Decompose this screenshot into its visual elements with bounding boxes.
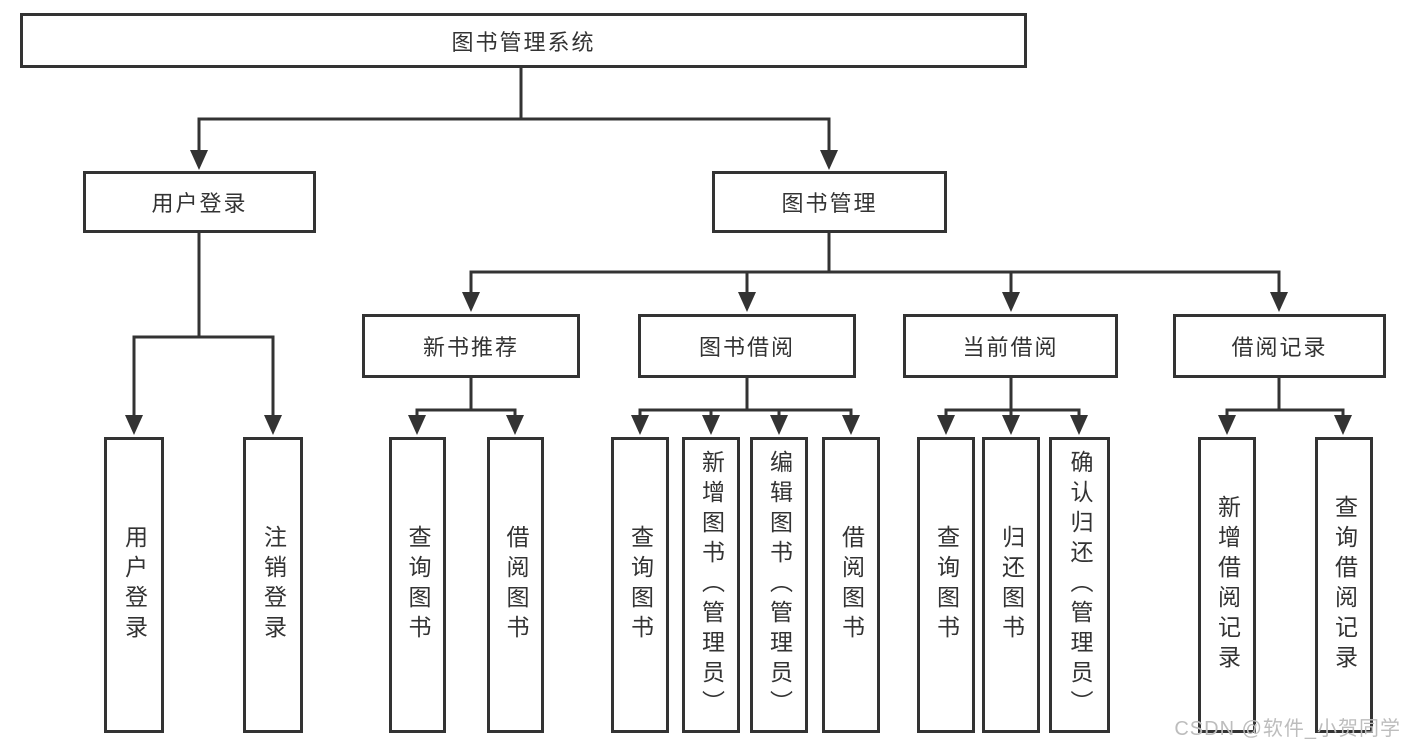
leaf-query-books-current: 查询图书	[917, 437, 975, 733]
leaf-query-borrow-record: 查询借阅记录	[1315, 437, 1373, 733]
leaf-query-books-borrow: 查询图书	[611, 437, 669, 733]
node-book-borrowing: 图书借阅	[638, 314, 856, 378]
leaf-label: 新增图书（管理员）	[698, 450, 725, 720]
leaf-return-books: 归还图书	[982, 437, 1040, 733]
node-book-management: 图书管理	[712, 171, 947, 233]
leaf-label: 查询图书	[933, 525, 960, 645]
leaf-label: 查询图书	[405, 525, 431, 645]
leaf-label: 用户登录	[121, 525, 148, 645]
node-current-borrowing: 当前借阅	[903, 314, 1118, 378]
node-user-login: 用户登录	[83, 171, 316, 233]
leaf-borrow-books-recommend: 借阅图书	[487, 437, 544, 733]
leaf-label: 编辑图书（管理员）	[766, 450, 793, 720]
leaf-label: 归还图书	[998, 525, 1025, 645]
csdn-watermark: CSDN @软件_小贺同学	[1174, 718, 1401, 740]
leaf-add-borrow-record: 新增借阅记录	[1198, 437, 1256, 733]
leaf-label: 新增借阅记录	[1214, 495, 1241, 675]
leaf-confirm-return-admin: 确认归还（管理员）	[1049, 437, 1110, 733]
leaf-label: 注销登录	[260, 525, 287, 645]
leaf-label: 借阅图书	[503, 525, 529, 645]
leaf-logout: 注销登录	[243, 437, 303, 733]
node-library-management-system: 图书管理系统	[20, 13, 1027, 68]
leaf-label: 查询借阅记录	[1331, 495, 1358, 675]
leaf-label: 借阅图书	[838, 525, 865, 645]
leaf-label: 查询图书	[627, 525, 654, 645]
leaf-borrow-books: 借阅图书	[822, 437, 880, 733]
leaf-query-books-recommend: 查询图书	[389, 437, 446, 733]
leaf-label: 确认归还（管理员）	[1067, 450, 1093, 720]
node-new-book-recommendation: 新书推荐	[362, 314, 580, 378]
leaf-edit-books-admin: 编辑图书（管理员）	[750, 437, 808, 733]
leaf-user-login: 用户登录	[104, 437, 164, 733]
leaf-add-books-admin: 新增图书（管理员）	[682, 437, 740, 733]
node-borrowing-records: 借阅记录	[1173, 314, 1386, 378]
